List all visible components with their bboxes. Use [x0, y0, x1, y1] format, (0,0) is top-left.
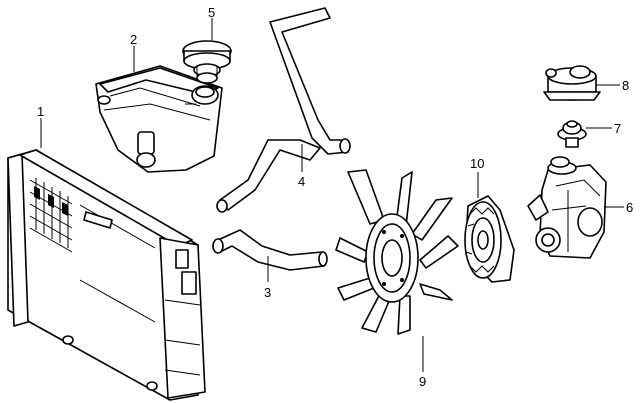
callout-2: 2 — [130, 32, 137, 47]
fan-blade — [335, 169, 459, 335]
callout-7: 7 — [614, 121, 621, 136]
thermostat — [557, 120, 587, 148]
callout-5: 5 — [208, 5, 215, 20]
lower-hose — [212, 229, 328, 271]
callout-10: 10 — [470, 156, 484, 171]
radiator — [7, 149, 206, 401]
fan-clutch — [464, 195, 515, 283]
coolant-reservoir — [95, 65, 223, 173]
callout-6: 6 — [626, 200, 633, 215]
callout-8: 8 — [622, 78, 629, 93]
callout-3: 3 — [264, 285, 271, 300]
callout-4: 4 — [298, 174, 305, 189]
callout-9: 9 — [419, 374, 426, 389]
callouts: 1 2 3 4 5 6 7 8 9 10 — [37, 5, 633, 389]
callout-1: 1 — [37, 104, 44, 119]
thermostat-housing — [543, 65, 601, 101]
upper-hose — [216, 7, 351, 213]
water-pump — [527, 156, 607, 259]
leader-lines — [40, 18, 624, 372]
reservoir-cap — [182, 40, 232, 84]
